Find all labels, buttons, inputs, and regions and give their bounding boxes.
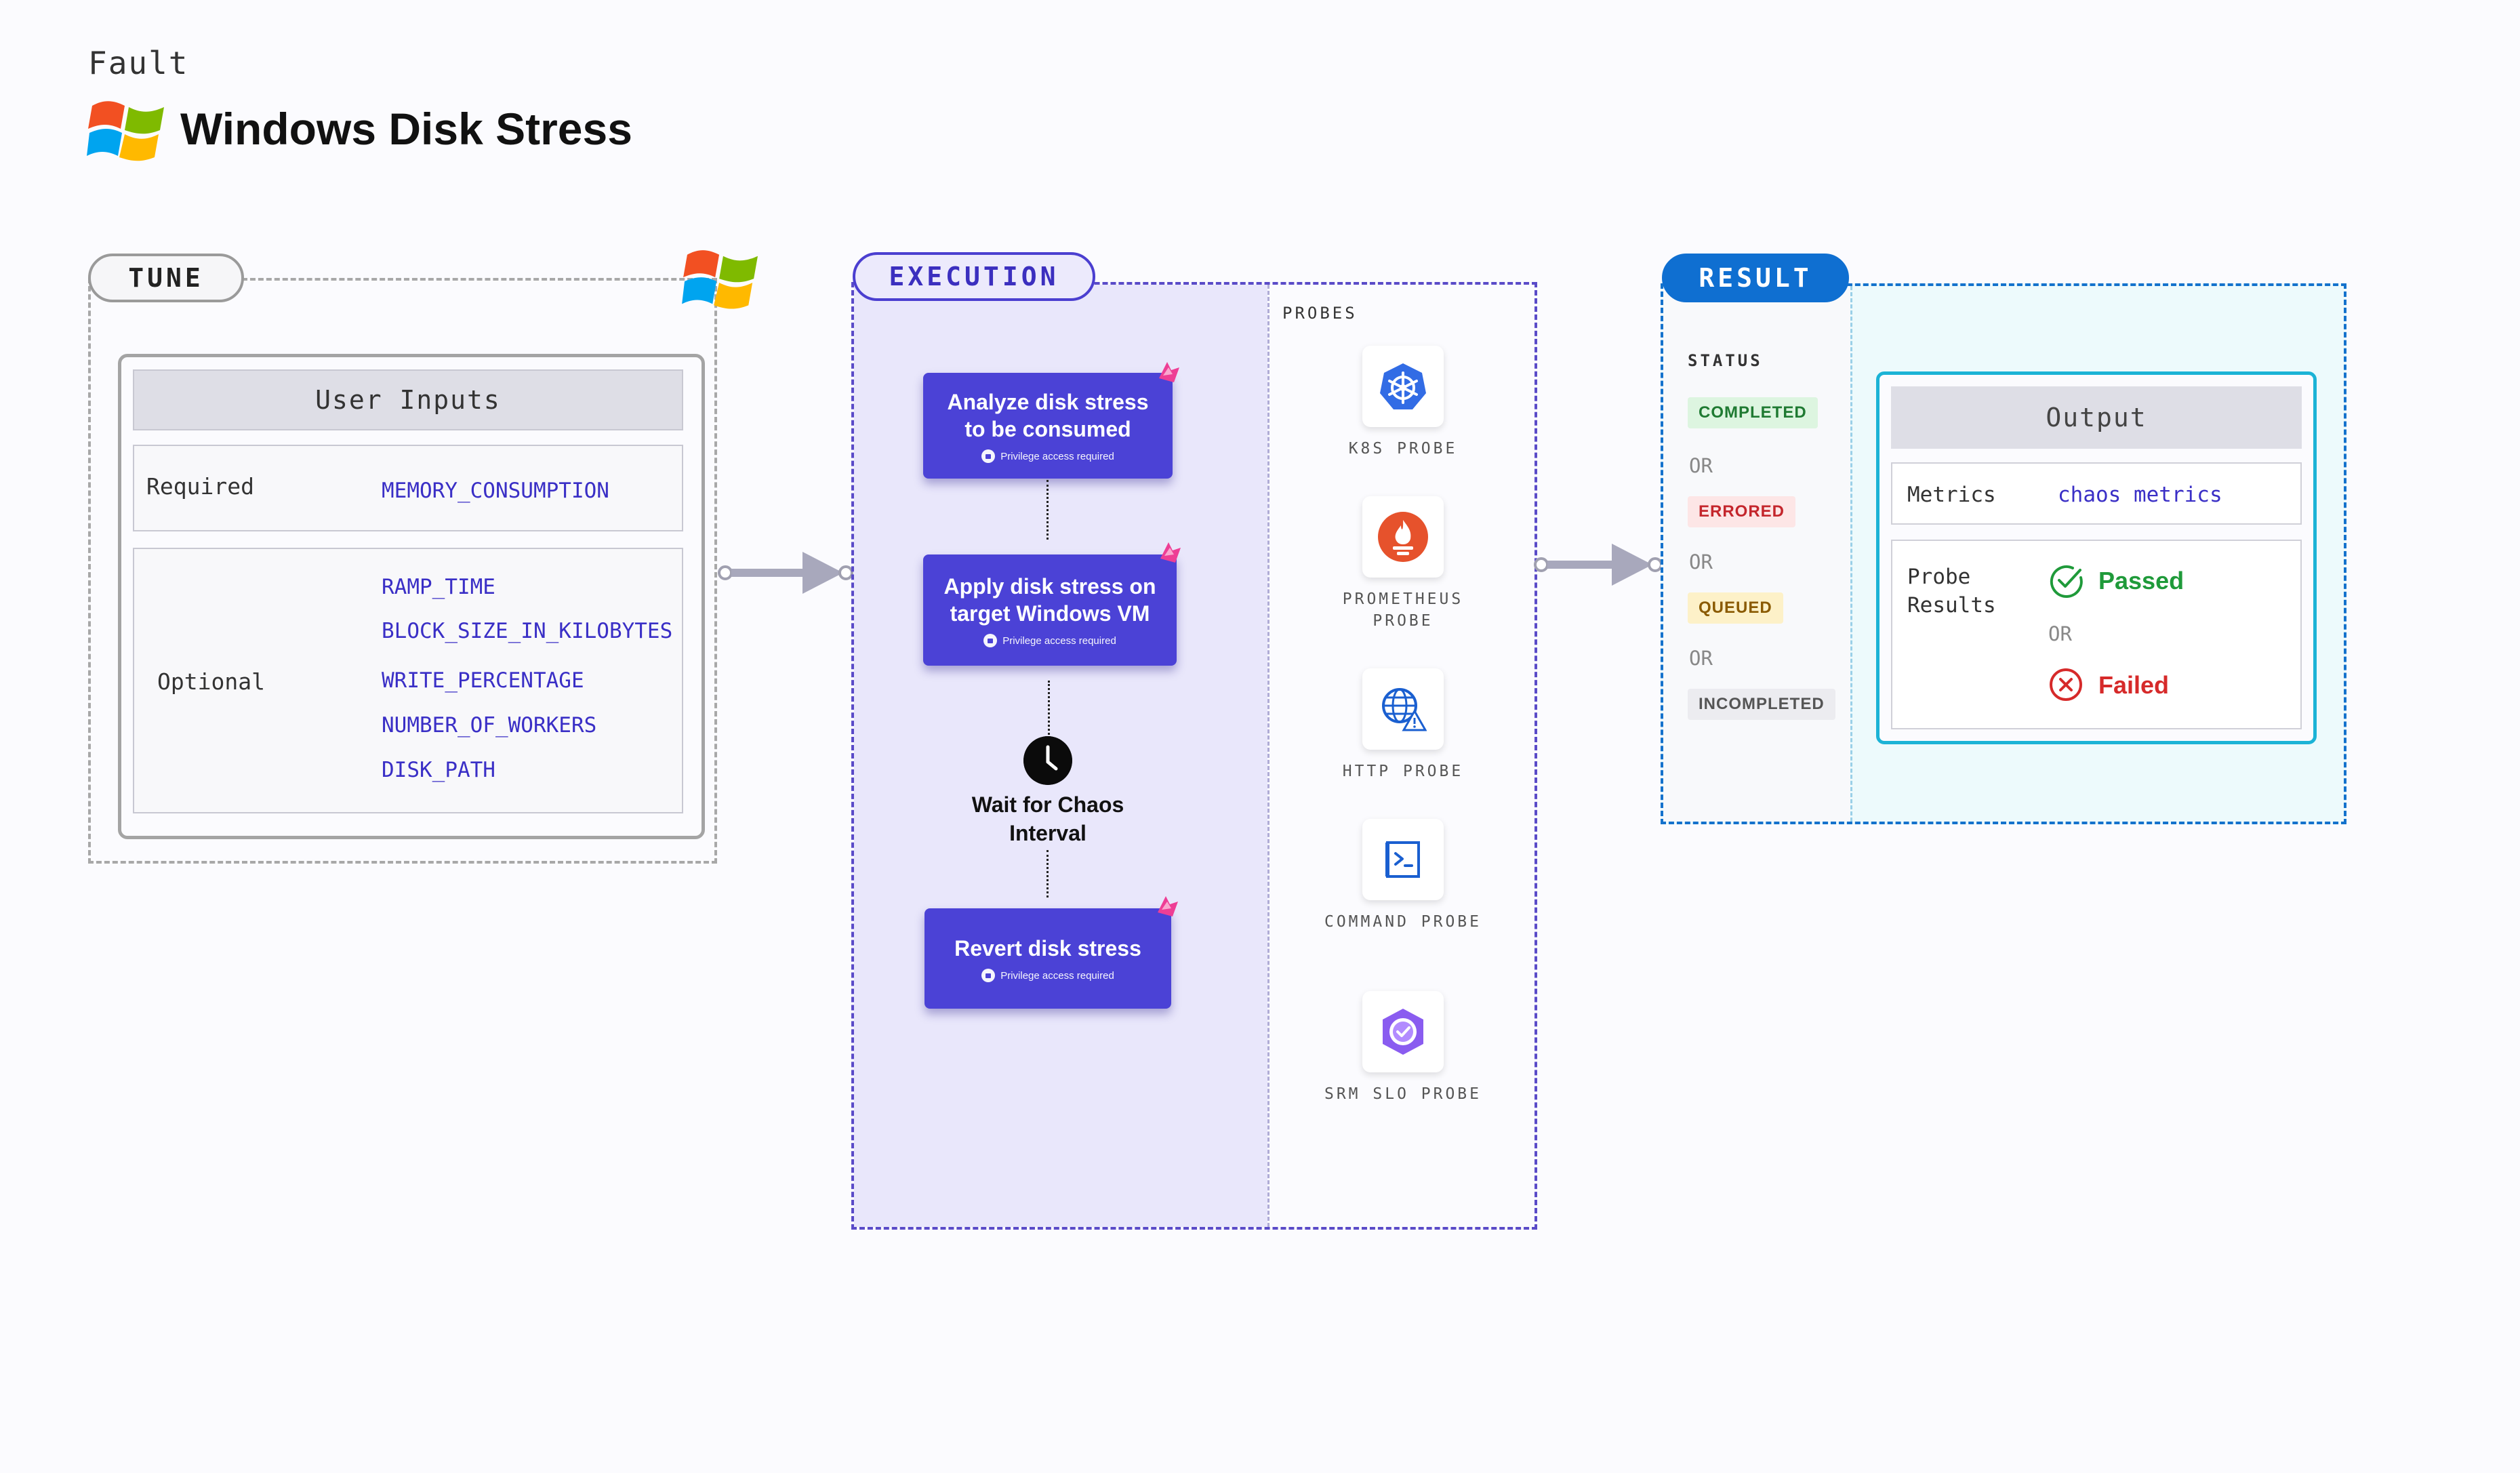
kubernetes-icon xyxy=(1380,363,1426,409)
lock-icon xyxy=(981,969,996,982)
probe-name: SRM SLO PROBE xyxy=(1324,1085,1482,1103)
privilege-note: Privilege access required xyxy=(981,449,1114,463)
privilege-note-text: Privilege access required xyxy=(1000,450,1114,462)
or-separator: OR xyxy=(1689,550,1713,573)
privilege-note-text: Privilege access required xyxy=(1002,634,1116,647)
lock-icon xyxy=(981,449,996,463)
status-errored-badge: ERRORED xyxy=(1688,496,1796,527)
chaos-badge-icon xyxy=(1160,542,1181,563)
status-incompleted-badge: INCOMPLETED xyxy=(1688,689,1835,720)
step-title: Apply disk stress on target Windows VM xyxy=(943,574,1156,626)
srm-slo-probe-card xyxy=(1362,991,1444,1072)
optional-param: NUMBER_OF_WORKERS xyxy=(382,713,597,738)
result-divider xyxy=(1850,286,1852,822)
status-queued-badge: QUEUED xyxy=(1688,592,1783,624)
chaos-badge-icon xyxy=(1158,896,1178,916)
flow-arrow xyxy=(1534,544,1663,586)
output-title: Output xyxy=(1891,386,2302,449)
optional-param: BLOCK_SIZE_IN_KILOBYTES xyxy=(382,619,673,643)
status-area xyxy=(1663,286,1850,822)
tune-label: TUNE xyxy=(88,254,244,302)
or-separator: OR xyxy=(1689,647,1713,670)
or-separator: OR xyxy=(1689,454,1713,477)
step-connector xyxy=(1046,480,1049,540)
probe-results-row xyxy=(1891,540,2302,729)
step-title: Revert disk stress xyxy=(954,936,1141,961)
clock-icon xyxy=(1023,736,1072,785)
metrics-row xyxy=(1891,462,2302,525)
step-revert-disk-stress: Revert disk stress Privilege access requ… xyxy=(924,908,1171,1009)
step-analyze-disk-stress: Analyze disk stress to be consumed Privi… xyxy=(923,373,1173,479)
optional-label: Optional xyxy=(157,668,265,695)
optional-param: RAMP_TIME xyxy=(382,575,495,599)
execution-section xyxy=(851,282,1537,1230)
probe-results-label: Probe Results xyxy=(1907,565,1996,618)
metrics-label: Metrics xyxy=(1907,483,1996,507)
windows-logo-icon xyxy=(682,250,758,309)
optional-param: DISK_PATH xyxy=(382,758,495,782)
step-connector xyxy=(1048,681,1050,735)
page-title: Windows Disk Stress xyxy=(180,104,632,154)
step-title: Analyze disk stress to be consumed xyxy=(947,390,1149,441)
privilege-note-text: Privilege access required xyxy=(1000,969,1114,982)
windows-logo-icon xyxy=(87,101,164,161)
wait-chaos-interval-label: Wait for Chaos Interval xyxy=(971,792,1124,845)
required-label: Required xyxy=(146,473,254,500)
optional-inputs-row xyxy=(133,548,683,813)
terminal-icon xyxy=(1385,841,1420,878)
required-param: MEMORY_CONSUMPTION xyxy=(382,479,609,503)
execution-divider xyxy=(1267,285,1269,1227)
prometheus-probe-card xyxy=(1362,496,1444,578)
optional-param: WRITE_PERCENTAGE xyxy=(382,668,584,693)
k8s-probe-card xyxy=(1362,346,1444,427)
x-circle-icon xyxy=(2050,668,2082,701)
probe-name: COMMAND PROBE xyxy=(1324,913,1482,931)
required-inputs-row xyxy=(133,445,683,531)
status-completed-badge: COMPLETED xyxy=(1688,397,1818,428)
command-probe-card xyxy=(1362,819,1444,900)
execution-label: EXECUTION xyxy=(853,252,1095,301)
status-label: STATUS xyxy=(1688,351,1763,370)
step-apply-disk-stress: Apply disk stress on target Windows VM P… xyxy=(923,554,1177,666)
probes-label: PROBES xyxy=(1282,304,1358,323)
http-globe-icon xyxy=(1382,688,1427,731)
check-circle-icon xyxy=(2050,565,2083,598)
step-connector xyxy=(1046,850,1049,897)
prometheus-icon xyxy=(1378,512,1428,562)
probe-name: PROMETHEUS PROBE xyxy=(1342,590,1464,630)
result-label: RESULT xyxy=(1662,254,1849,302)
user-inputs-title: User Inputs xyxy=(133,369,683,430)
privilege-note: Privilege access required xyxy=(981,969,1114,982)
or-separator: OR xyxy=(2048,622,2072,645)
flow-arrow xyxy=(718,552,853,594)
privilege-note: Privilege access required xyxy=(983,634,1116,647)
metrics-value: chaos metrics xyxy=(2058,483,2222,507)
lock-icon xyxy=(983,634,998,647)
failed-label: Failed xyxy=(2098,671,2170,699)
chaos-badge-icon xyxy=(1159,362,1179,382)
fault-category-label: Fault xyxy=(88,45,189,81)
slo-icon xyxy=(1383,1009,1423,1055)
probe-name: HTTP PROBE xyxy=(1342,763,1464,780)
http-probe-card xyxy=(1362,668,1444,750)
tune-section xyxy=(88,278,717,864)
passed-label: Passed xyxy=(2098,567,2184,594)
probe-name: K8S PROBE xyxy=(1348,440,1458,458)
